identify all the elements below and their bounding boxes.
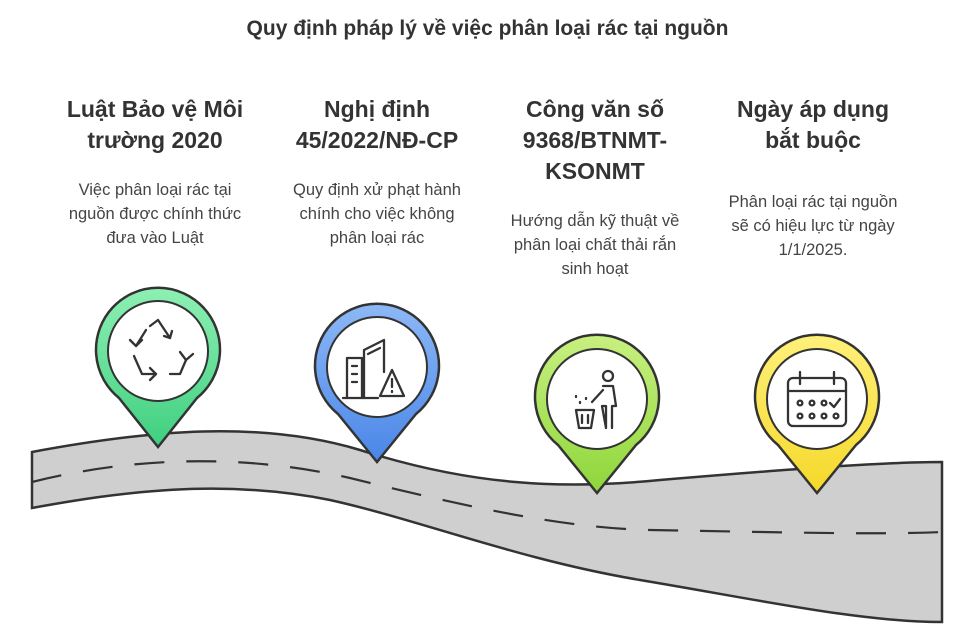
road-lane-line bbox=[31, 460, 943, 535]
recycle-icon bbox=[128, 318, 195, 382]
milestone-heading: Công văn số 9368/BTNMT-KSONMT bbox=[522, 96, 668, 184]
milestone-description: Hướng dẫn kỹ thuật về phân loại chất thả… bbox=[510, 212, 680, 278]
road bbox=[30, 430, 944, 624]
map-pin-building-warning bbox=[313, 302, 441, 464]
map-pin-recycle bbox=[94, 286, 222, 450]
map-pin-person-trash bbox=[533, 333, 661, 495]
milestone-ngay-ap-dung: Ngày áp dụng bắt buộc Phân loại rác tại … bbox=[718, 94, 908, 262]
milestone-luat-bvmt: Luật Bảo vệ Môi trường 2020 Việc phân lo… bbox=[60, 94, 250, 250]
milestone-description: Việc phân loại rác tại nguồn được chính … bbox=[68, 181, 242, 247]
milestone-description: Quy định xử phạt hành chính cho việc khô… bbox=[293, 181, 461, 247]
page-title: Quy định pháp lý về việc phân loại rác t… bbox=[246, 17, 729, 40]
milestone-cong-van: Công văn số 9368/BTNMT-KSONMT Hướng dẫn … bbox=[500, 94, 690, 281]
map-pin-calendar bbox=[753, 333, 881, 495]
milestone-heading: Nghị định 45/2022/NĐ-CP bbox=[295, 96, 459, 153]
person-trash-icon bbox=[574, 369, 618, 430]
building-warning-icon bbox=[341, 338, 406, 400]
milestone-heading: Luật Bảo vệ Môi trường 2020 bbox=[66, 96, 244, 153]
milestone-nghi-dinh: Nghị định 45/2022/NĐ-CP Quy định xử phạt… bbox=[282, 94, 472, 250]
milestone-description: Phân loại rác tại nguồn sẽ có hiệu lực t… bbox=[728, 193, 898, 259]
milestone-heading: Ngày áp dụng bắt buộc bbox=[736, 96, 890, 153]
calendar-icon bbox=[786, 370, 848, 428]
